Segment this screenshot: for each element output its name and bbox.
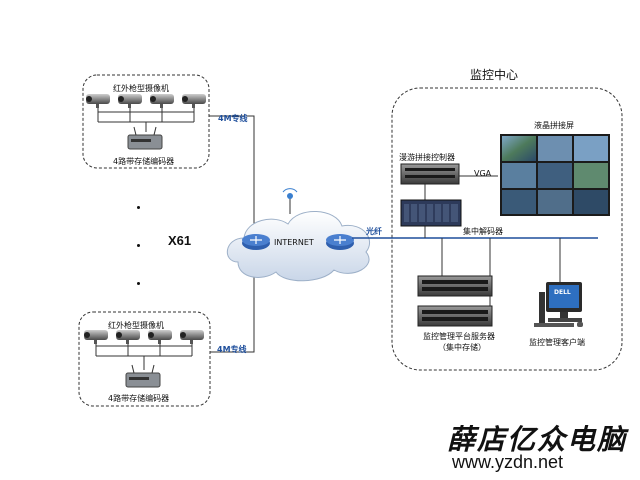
camera-group-bottom (84, 330, 204, 388)
router-icon (242, 234, 270, 250)
server-icon (417, 305, 493, 327)
camera-icon (118, 94, 142, 108)
encoder-label-bottom: 4路带存储编码器 (108, 394, 170, 403)
client-label: 监控管理客户端 (529, 338, 585, 347)
camera-icon (182, 94, 206, 108)
controller-icon (400, 163, 460, 185)
camera-label-bottom: 红外枪型摄像机 (108, 321, 164, 330)
antenna-icon (282, 188, 298, 214)
router-icon (326, 234, 354, 250)
decoder-label: 集中解码器 (463, 227, 503, 236)
ellipsis-dot (137, 244, 140, 247)
camera-icon (148, 330, 172, 344)
controller-label: 漫游拼接控制器 (399, 153, 455, 162)
link-top-to-cloud (209, 115, 255, 236)
camera-icon (84, 330, 108, 344)
server-icon (417, 275, 493, 297)
monitoring-center-title: 监控中心 (470, 68, 519, 82)
camera-group-top (86, 94, 206, 150)
lcd-video-wall (500, 134, 610, 216)
encoder-label-top: 4路带存储编码器 (113, 157, 175, 166)
site-box-top (82, 74, 210, 169)
link-label-top: 4M专线 (218, 114, 248, 123)
monitoring-center-box (391, 87, 623, 371)
ellipsis-dot (137, 206, 140, 209)
encoder-icon (125, 364, 161, 388)
lcd-wall-label: 液晶拼接屏 (534, 121, 574, 130)
site-multiplier: X61 (168, 233, 192, 248)
monitor-brand-label: DELL (554, 289, 571, 296)
vga-label: VGA (474, 169, 492, 178)
internet-label: INTERNET (274, 238, 314, 247)
link-bottom-to-cloud (210, 262, 255, 353)
internet-cloud (227, 188, 371, 282)
server-sublabel: （集中存储） (438, 343, 486, 352)
link-label-bottom: 4M专线 (217, 345, 247, 354)
fiber-label: 光纤 (366, 227, 382, 236)
camera-icon (150, 94, 174, 108)
camera-icon (86, 94, 110, 108)
watermark-site: www.yzdn.net (452, 452, 564, 472)
watermark-brand: 薛店亿众电脑 (447, 423, 628, 456)
client-workstation-icon (534, 282, 583, 327)
site-box-bottom (78, 311, 211, 407)
camera-icon (180, 330, 204, 344)
ellipsis-dot (137, 282, 140, 285)
decoder-icon (400, 199, 462, 227)
camera-icon (116, 330, 140, 344)
camera-label-top: 红外枪型摄像机 (113, 84, 169, 93)
encoder-icon (127, 126, 163, 150)
server-label: 监控管理平台服务器 (423, 332, 495, 341)
